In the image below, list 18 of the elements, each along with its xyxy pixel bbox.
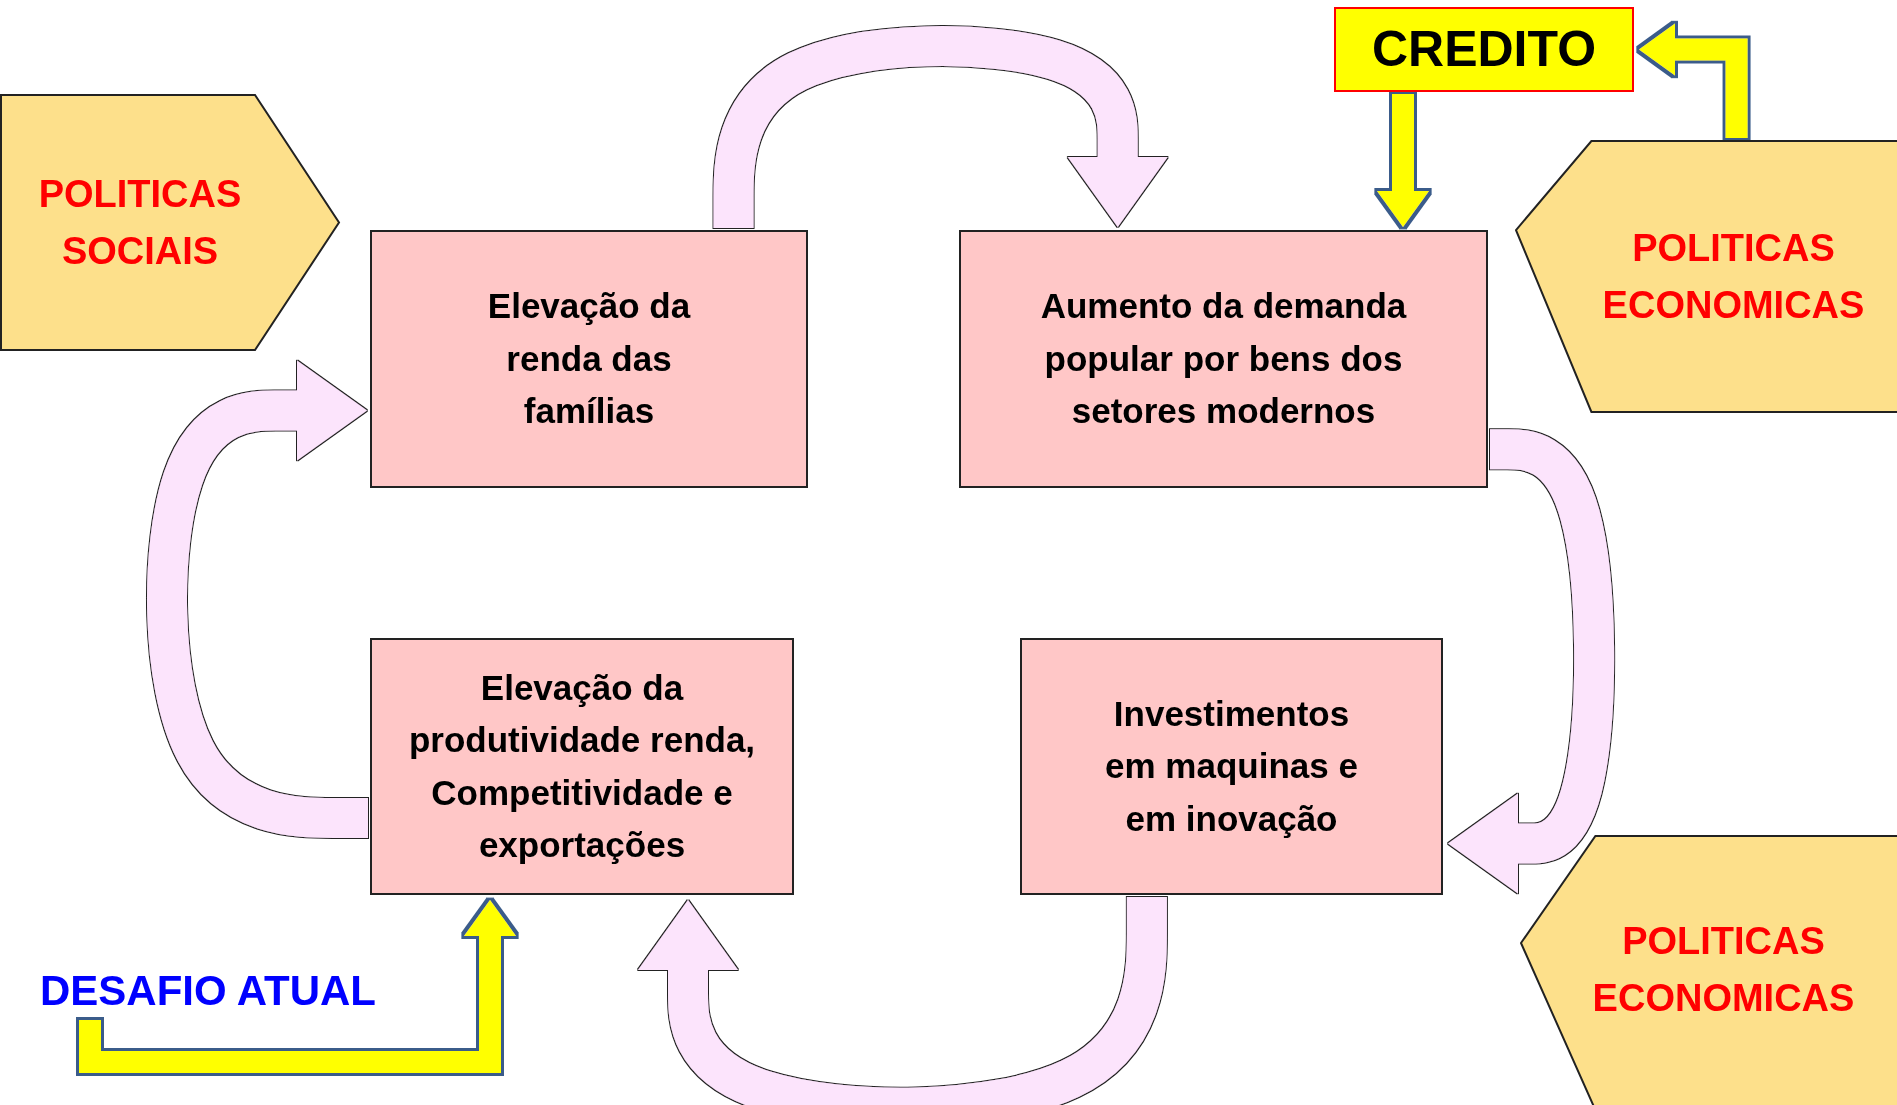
challenge-text: DESAFIO ATUAL <box>40 965 376 1016</box>
policy-pentagon <box>0 94 340 351</box>
node-text: POLITICAS ECONOMICAS <box>1591 919 1856 1021</box>
node-text: Elevação da produtividade renda, Competitividade e exportações <box>407 666 757 866</box>
policy-pentagon <box>1515 140 1897 413</box>
policy-pentagon <box>1520 835 1897 1105</box>
node-text: POLITICAS ECONOMICAS <box>1601 225 1866 328</box>
node-text: Elevação da renda das famílias <box>486 285 692 433</box>
process-box <box>959 230 1488 488</box>
node-text: POLITICAS SOCIAIS <box>37 171 243 274</box>
credit-box <box>1334 7 1634 92</box>
process-box <box>370 230 808 488</box>
process-box <box>1020 638 1443 895</box>
node-text: CREDITO <box>1371 20 1597 79</box>
block-arrow <box>79 900 516 1073</box>
process-box <box>370 638 794 895</box>
node-text: Investimentos em maquinas e em inovação <box>1104 692 1359 840</box>
node-text: Aumento da demanda popular por bens dos setores modernos <box>1039 285 1408 433</box>
